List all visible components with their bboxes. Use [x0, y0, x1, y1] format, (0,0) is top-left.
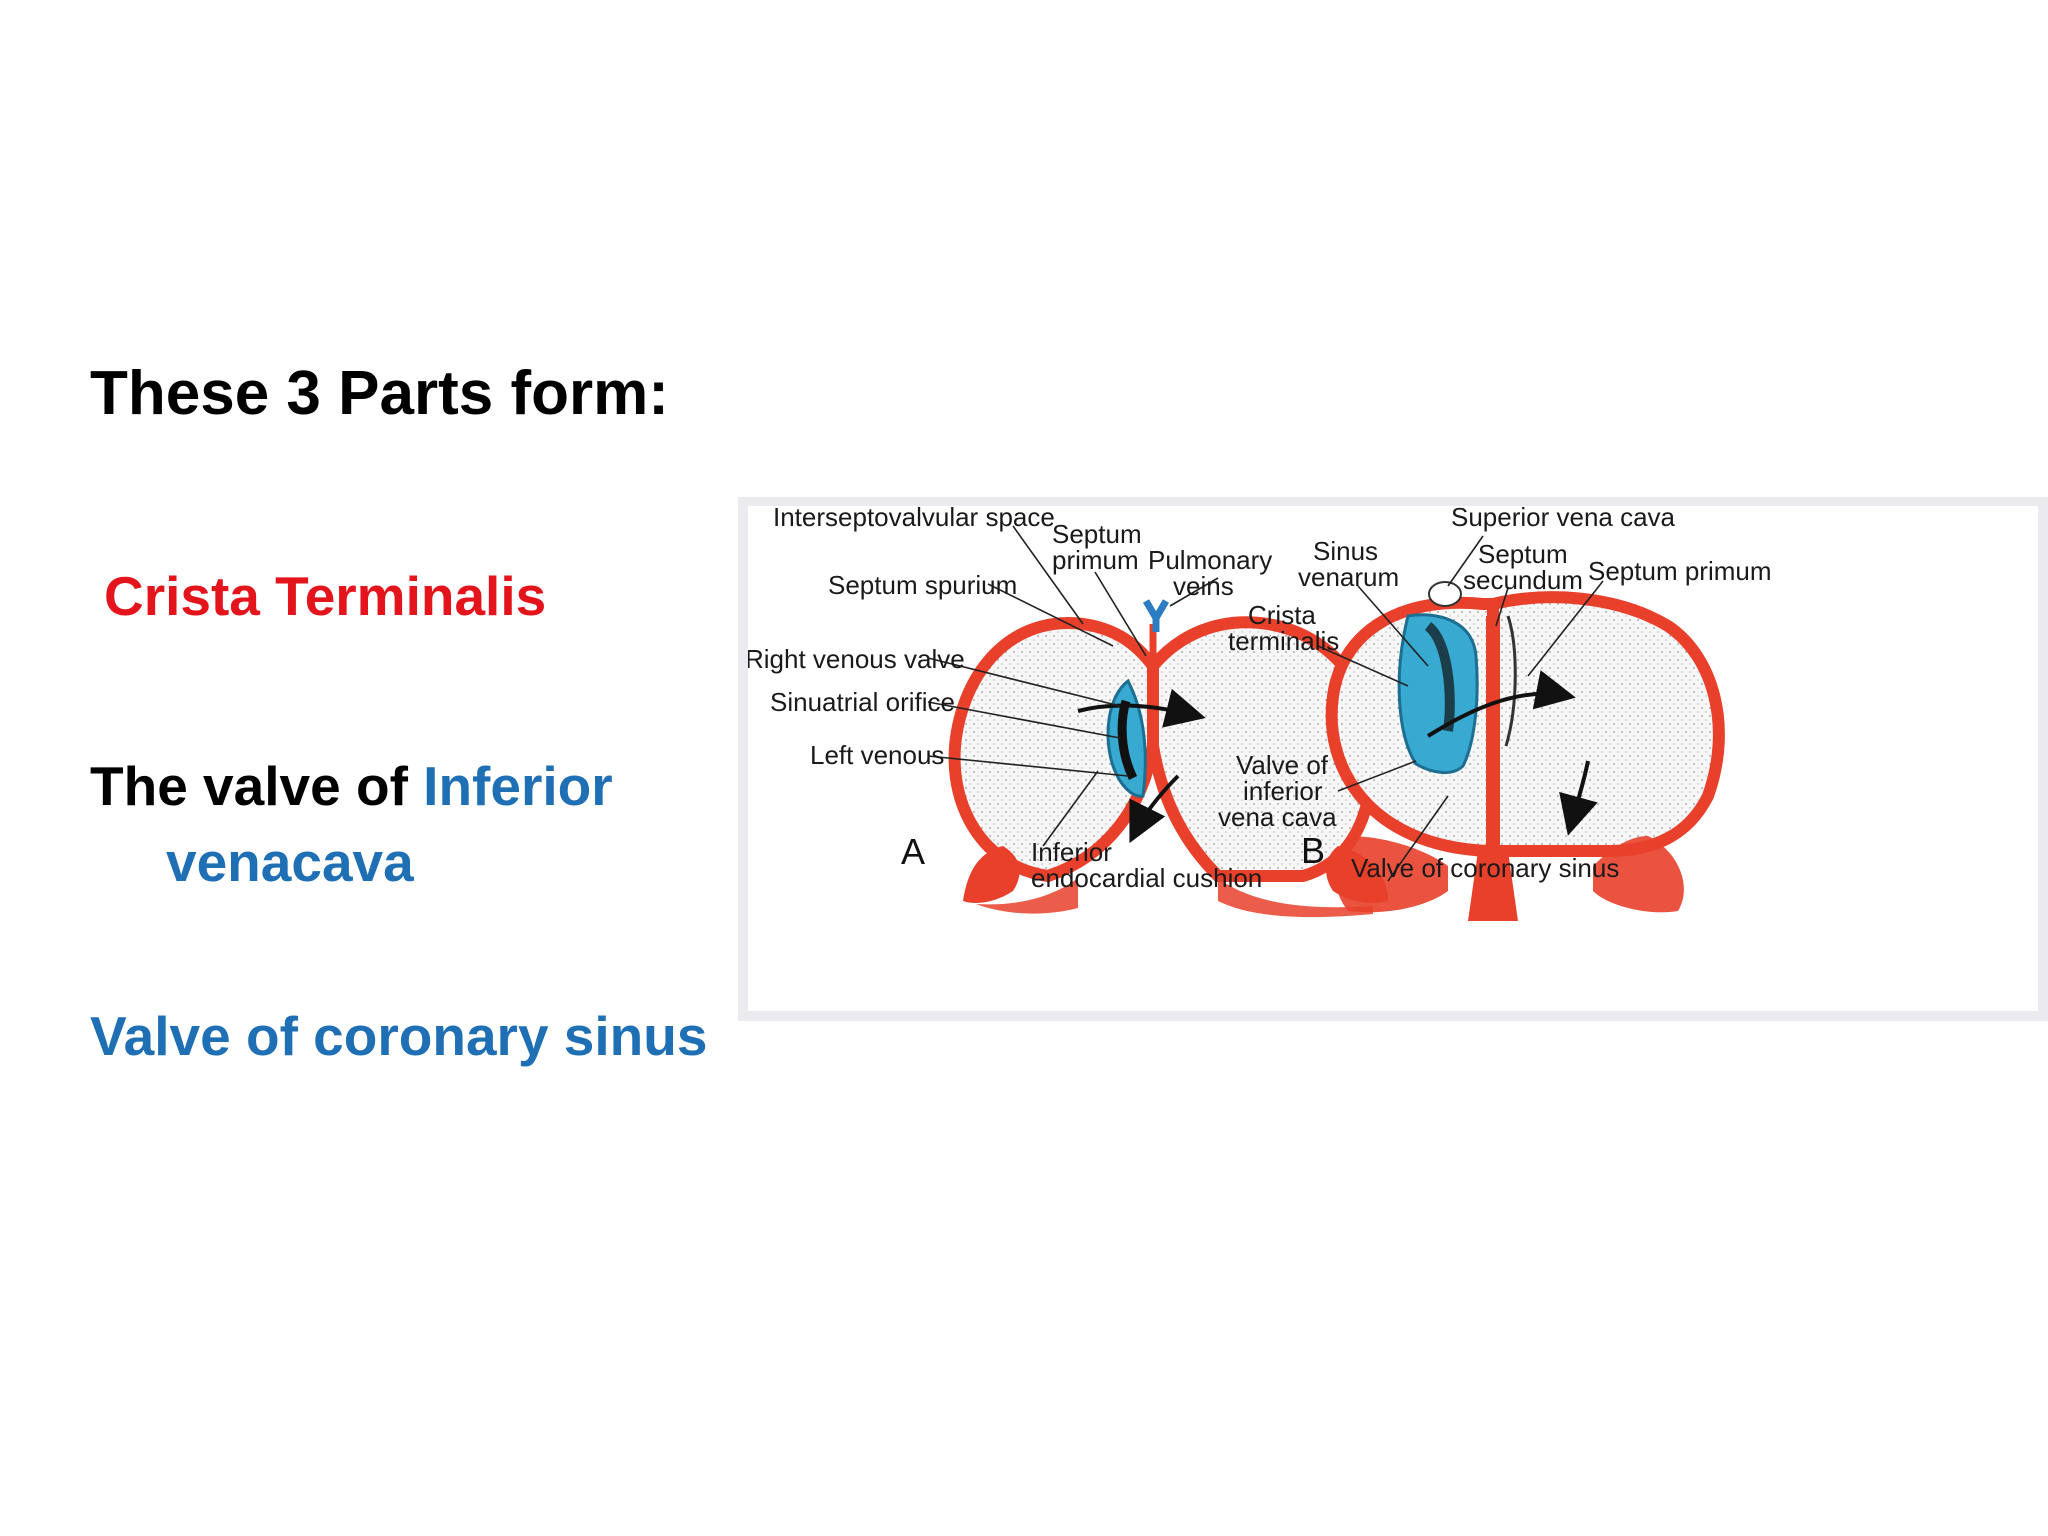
item-valve-ivc-continuation: venacava: [166, 831, 414, 893]
label-inferior-cushion-2: endocardial cushion: [1031, 863, 1262, 893]
label-inferior-cushion-1: Inferior: [1031, 837, 1112, 867]
pulmonary-veins-mark: [1142, 599, 1170, 632]
label-valve-ivc-2: inferior: [1243, 776, 1323, 806]
figure-frame: A Interseptovalvular space Septum primum…: [738, 497, 2048, 1021]
label-sinus-venarum-1: Sinus: [1313, 536, 1378, 566]
label-crista-terminalis-2: terminalis: [1228, 626, 1339, 656]
item-valve-ivc: The valve of Inferior venacava: [90, 748, 613, 900]
label-pulmonary-veins-1: Pulmonary: [1148, 545, 1272, 575]
label-interseptovalvular-space: Interseptovalvular space: [773, 506, 1055, 532]
item-valve-coronary-sinus-text: Valve of coronary sinus: [90, 1005, 708, 1067]
item-valve-coronary-sinus: Valve of coronary sinus: [90, 1004, 707, 1068]
label-valve-ivc-1: Valve of: [1236, 750, 1329, 780]
label-right-venous-valve: Right venous valve: [748, 644, 965, 674]
item-valve-ivc-highlight: Inferior: [423, 755, 613, 817]
item-crista-terminalis-text: Crista Terminalis: [104, 565, 547, 627]
item-crista-terminalis: Crista Terminalis: [104, 564, 546, 628]
panel-a-letter: A: [901, 831, 925, 872]
label-septum-primum-a-1: Septum: [1052, 519, 1142, 549]
label-superior-vena-cava: Superior vena cava: [1451, 506, 1676, 532]
label-left-venous: Left venous: [810, 740, 944, 770]
label-septum-primum-b: Septum primum: [1588, 556, 1772, 586]
item-valve-ivc-prefix: The valve of: [90, 755, 424, 817]
label-valve-ivc-3: vena cava: [1218, 802, 1337, 832]
heart-development-figure: A Interseptovalvular space Septum primum…: [748, 506, 1772, 921]
label-septum-secundum-1: Septum: [1478, 539, 1568, 569]
panel-b-drawing: B: [1301, 535, 1725, 921]
label-sinuatrial-orifice: Sinuatrial orifice: [770, 687, 955, 717]
label-pulmonary-veins-2: veins: [1173, 571, 1234, 601]
label-sinus-venarum-2: venarum: [1298, 562, 1399, 592]
label-crista-terminalis-1: Crista: [1248, 600, 1316, 630]
label-septum-secundum-2: secundum: [1463, 565, 1583, 595]
label-septum-spurium: Septum spurium: [828, 570, 1017, 600]
label-septum-primum-a-2: primum: [1052, 545, 1139, 575]
panel-b-left-atrium-wall: [1487, 591, 1725, 857]
panel-b-letter: B: [1301, 830, 1325, 871]
label-valve-coronary-sinus: Valve of coronary sinus: [1351, 853, 1619, 883]
figure-panel: A Interseptovalvular space Septum primum…: [748, 506, 2038, 1011]
slide-heading: These 3 Parts form:: [90, 359, 669, 428]
